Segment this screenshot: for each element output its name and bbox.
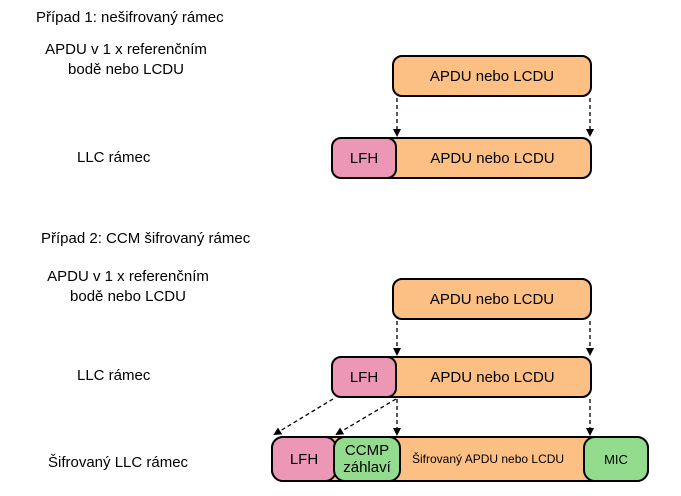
case2-ccmp-line1: CCMP	[344, 442, 390, 459]
case1-apdu-label: APDU v 1 x referenčním bodě nebo LCDU	[36, 40, 216, 80]
case2-ccmp-line2: záhlaví	[343, 459, 391, 476]
case2-enc-apdu-label: Šifrovaný APDU nebo LCDU	[412, 452, 565, 466]
case1-apdu-box: APDU nebo LCDU	[392, 55, 592, 97]
case2-llc-label: LLC rámec	[77, 367, 151, 384]
case1-llc-label: LLC rámec	[77, 149, 151, 166]
case1-title: Případ 1: nešifrovaný rámec	[36, 9, 224, 26]
case2-enc-lfh-box: LFH	[271, 436, 337, 482]
case2-llc-apdu-box: APDU nebo LCDU	[379, 356, 592, 398]
case2-encrypted-label: Šifrovaný LLC rámec	[48, 454, 189, 471]
case2-apdu-label-line2: bodě nebo LCDU	[70, 288, 186, 305]
case2-arrow-lfh-left	[273, 398, 334, 436]
case2-lfh-box: LFH	[331, 356, 397, 398]
case1-lfh-box: LFH	[331, 137, 397, 179]
case2-title: Případ 2: CCM šifrovaný rámec	[41, 230, 251, 247]
case2-apdu-box: APDU nebo LCDU	[392, 278, 592, 320]
case1-llc-apdu-box: APDU nebo LCDU	[379, 137, 592, 179]
case1-apdu-label-line2: bodě nebo LCDU	[68, 61, 184, 78]
case2-ccmp-header-box: CCMP záhlaví	[333, 436, 401, 482]
case2-apdu-label-line1: APDU v 1 x referenčním	[47, 268, 209, 285]
case1-apdu-label-line1: APDU v 1 x referenčním	[45, 41, 207, 58]
case2-arrow-lfh-right	[335, 398, 397, 436]
case2-mic-box: MIC	[583, 436, 649, 482]
case2-apdu-label: APDU v 1 x referenčním bodě nebo LCDU	[38, 267, 218, 307]
